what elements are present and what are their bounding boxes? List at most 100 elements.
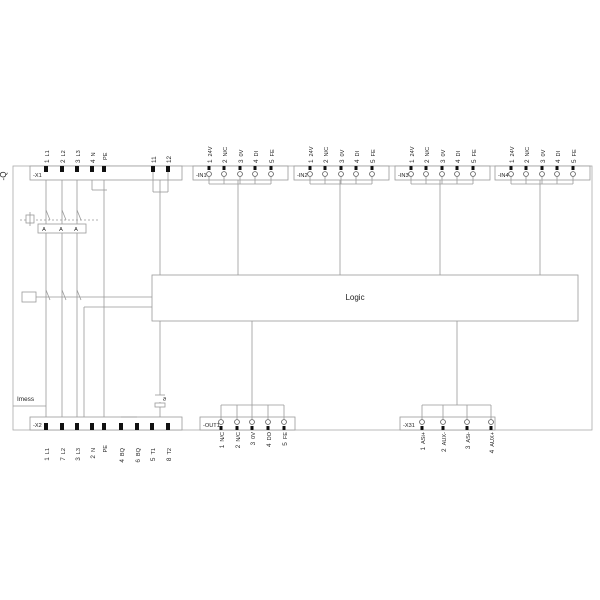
out1-pin-4-num: 5 xyxy=(282,442,289,446)
x2-pin-0-name: L1 xyxy=(45,448,51,454)
x2-pin-4-name: PE xyxy=(103,445,109,453)
out1-box xyxy=(199,416,296,431)
x2-pin-7-num: 5 xyxy=(150,457,157,461)
out1-terminal-0 xyxy=(219,426,223,430)
input-3-pin-2-num: 3 xyxy=(440,159,447,163)
input-3-pin-circle-0 xyxy=(408,171,414,177)
x2-pin-5-num: 4 xyxy=(119,459,126,463)
x2-terminal-7 xyxy=(150,423,154,430)
x2-pin-8-name: T2 xyxy=(167,448,173,455)
x2-terminal-5 xyxy=(119,423,123,430)
x1-pin-6-num: 12 xyxy=(166,155,173,163)
input-4-pin-3-name: DI xyxy=(556,150,562,156)
input-3-pin-4-name: FE xyxy=(472,149,478,156)
input-2-pin-1-name: N/C xyxy=(324,147,330,157)
input-1-pin-2-label: 30V xyxy=(238,149,245,163)
x2-pin-4-label: PE xyxy=(103,445,109,453)
x1-pin-1-num: 2 xyxy=(60,159,67,163)
out1-pin-0-num: 1 xyxy=(219,444,226,448)
input-2-pin-0-name: 24V xyxy=(309,146,315,156)
x1-terminal-2 xyxy=(75,166,79,172)
out1-pin-1-num: 2 xyxy=(235,444,242,448)
input-2-pin-3-label: 4DI xyxy=(354,150,361,163)
input-3-terminal-3 xyxy=(455,166,459,170)
x31-pin-2-name: ASi- xyxy=(466,432,472,443)
x1-pin-0-num: 1 xyxy=(44,159,51,163)
x31-terminal-2 xyxy=(465,426,469,430)
x2-pin-0-num: 1 xyxy=(44,457,51,461)
input-4-terminal-3 xyxy=(555,166,559,170)
input-3-pin-4-label: 5FE xyxy=(471,149,478,163)
input-1-pin-4-name: FE xyxy=(270,149,276,156)
input-2-pin-circle-2 xyxy=(338,171,344,177)
input-1-pin-circle-4 xyxy=(268,171,274,177)
input-modules: -IN1124V2N/C30V4DI5FE-IN2124V2N/C30V4DI5… xyxy=(192,146,591,185)
out1-pin-3-label: 4DO xyxy=(266,431,273,447)
x1-pin-6-label: 12 xyxy=(166,155,173,163)
input-4-pin-2-num: 3 xyxy=(540,159,547,163)
x2-pin-6-label: 6BQ xyxy=(135,447,142,462)
x2-pin-1-num: 7 xyxy=(60,457,67,461)
input-1-pin-1-name: N/C xyxy=(223,147,229,157)
input-2-pin-3-num: 4 xyxy=(354,159,361,163)
x2-terminal-8 xyxy=(166,423,170,430)
input-4-terminal-2 xyxy=(540,166,544,170)
x2-pin-3-num: 2 xyxy=(90,455,97,459)
input-2-pin-2-name: 0V xyxy=(340,149,346,156)
input-3-terminal-0 xyxy=(409,166,413,170)
input-3-pin-3-label: 4DI xyxy=(455,150,462,163)
input-2-pin-4-num: 5 xyxy=(370,159,377,163)
out1-pin-2-num: 3 xyxy=(250,441,257,445)
input-1-pin-0-name: 24V xyxy=(208,146,214,156)
x2-pin-5-name: BQ xyxy=(120,447,126,456)
out1-pin-circle-1 xyxy=(234,419,240,425)
input-2-pin-2-label: 30V xyxy=(339,149,346,163)
x2-pin-2-num: 3 xyxy=(75,457,82,461)
input-1-pin-0-num: 1 xyxy=(207,159,214,163)
x31-pin-1-label: 2AUX- xyxy=(441,432,448,452)
input-2-terminal-4 xyxy=(370,166,374,170)
out1-pin-circle-2 xyxy=(249,419,255,425)
out1-pin-2-name: 0V xyxy=(251,432,257,439)
x1-terminal-5 xyxy=(151,166,155,172)
out1-terminal-3 xyxy=(266,426,270,430)
input-3-pin-circle-4 xyxy=(470,171,476,177)
input-1-pin-circle-2 xyxy=(237,171,243,177)
input-4-pin-0-num: 1 xyxy=(509,159,516,163)
input-4-pin-circle-0 xyxy=(508,171,514,177)
input-4-pin-0-label: 1 24V xyxy=(509,146,516,163)
input-4-pin-2-label: 30V xyxy=(540,149,547,163)
contactor-coil-icon xyxy=(21,291,37,303)
input-4-pin-3-num: 4 xyxy=(555,159,562,163)
input-4-terminal-4 xyxy=(571,166,575,170)
input-4-pin-4-label: 5FE xyxy=(571,149,578,163)
input-1-pin-3-num: 4 xyxy=(253,159,260,163)
input-1-pin-4-label: 5FE xyxy=(269,149,276,163)
input-3-terminal-4 xyxy=(471,166,475,170)
out1-pin-4-name: FE xyxy=(283,432,289,439)
input-4-pin-0-name: 24V xyxy=(510,146,516,156)
input-2-terminal-1 xyxy=(323,166,327,170)
input-1-pin-circle-1 xyxy=(221,171,227,177)
x2-pin-5-label: 4 BQ xyxy=(119,447,126,462)
input-2-pin-0-num: 1 xyxy=(308,159,315,163)
x1-pin-2-num: 3 xyxy=(75,159,82,163)
input-1-pin-1-num: 2 xyxy=(222,159,229,163)
input-4-pin-4-name: FE xyxy=(572,149,578,156)
input-2-pin-1-label: 2N/C xyxy=(323,147,330,163)
x1-pin-2-name: L3 xyxy=(76,150,82,156)
x2-terminal-4 xyxy=(102,423,106,430)
out1-pin-circle-4 xyxy=(281,419,287,425)
x31-terminal-1 xyxy=(441,426,445,430)
x31-terminal-0 xyxy=(420,426,424,430)
x1-pin-3-num: 4 xyxy=(90,159,97,163)
input-1-terminal-0 xyxy=(207,166,211,170)
circuit-breaker xyxy=(37,223,87,234)
input-2-pin-circle-1 xyxy=(322,171,328,177)
input-4-terminal-1 xyxy=(524,166,528,170)
x1-terminal-1 xyxy=(60,166,64,172)
